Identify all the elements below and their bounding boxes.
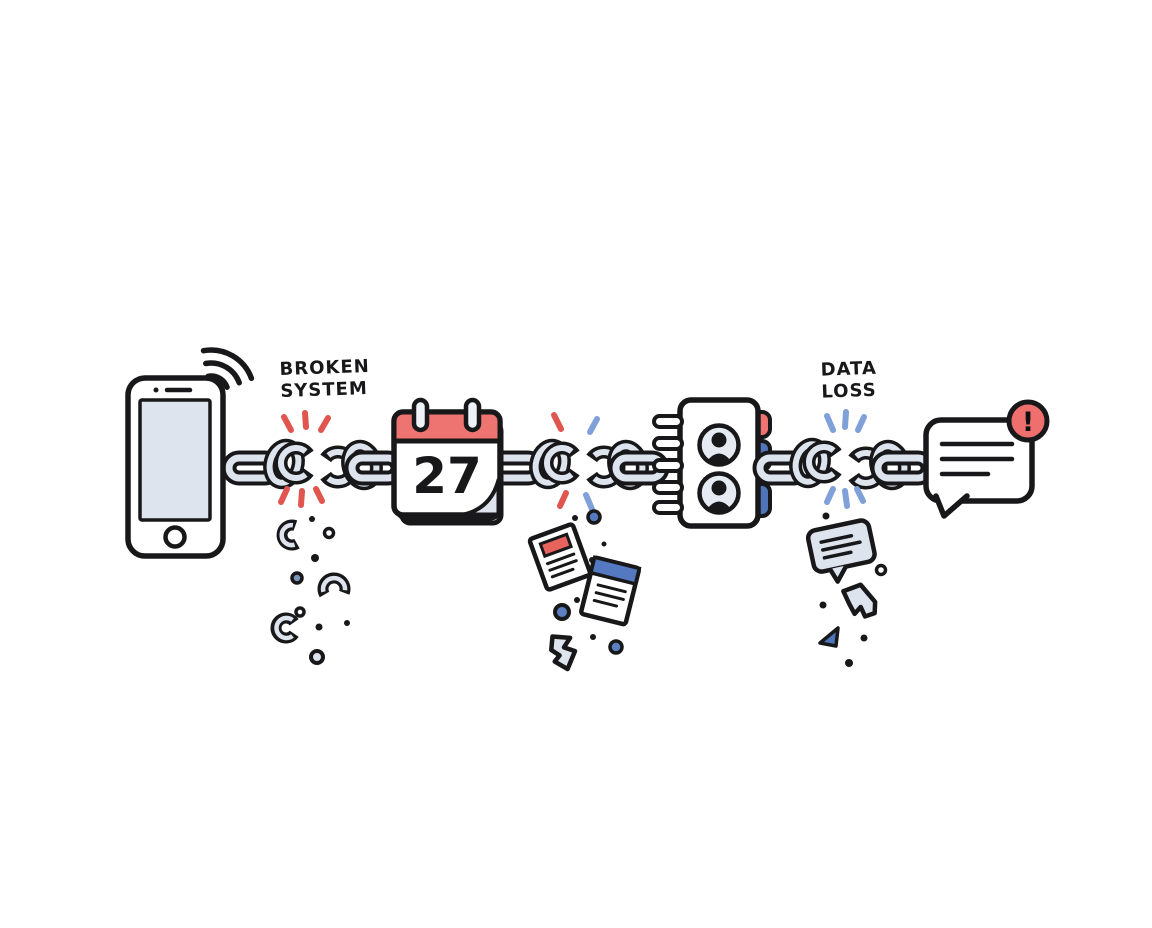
spark-icon xyxy=(824,486,836,505)
spark-icon xyxy=(298,488,305,508)
spark-icon xyxy=(842,488,850,509)
debris-dot xyxy=(860,634,868,642)
debris-dot-blue xyxy=(553,603,571,621)
avatar-shoulders xyxy=(707,453,731,465)
chat-bubble-icon: ! xyxy=(923,399,1050,519)
spark-icon xyxy=(281,414,294,433)
debris-triangle-blue xyxy=(818,626,840,648)
calendar-date: 27 xyxy=(412,447,482,505)
debris-dot xyxy=(315,623,323,631)
contact-avatar xyxy=(697,471,741,515)
alert-badge-text: ! xyxy=(1022,407,1034,438)
torn-paper-icon xyxy=(841,582,878,619)
bubble-tail xyxy=(933,493,970,519)
debris-dot-blue xyxy=(290,571,304,585)
wifi-signal-icon xyxy=(200,347,255,390)
debris-dot xyxy=(822,512,830,520)
label-data-loss-line1: DATA xyxy=(820,358,877,381)
document-icon xyxy=(579,555,642,627)
debris-dot xyxy=(819,601,827,609)
torn-paper-icon xyxy=(549,634,578,672)
calendar-ring xyxy=(411,397,430,433)
label-broken-system-line2: SYSTEM xyxy=(280,378,368,402)
spark-icon xyxy=(583,492,595,512)
spark-icon xyxy=(842,409,849,430)
debris-dot xyxy=(309,516,315,522)
debris-dot-blue xyxy=(608,639,624,655)
spark-icon xyxy=(854,486,866,504)
label-broken-system-line1: BROKEN xyxy=(279,356,370,380)
debris-dot xyxy=(574,597,580,603)
calendar-page-curl xyxy=(462,478,501,517)
spark-icon xyxy=(824,413,836,433)
phone-screen xyxy=(138,398,212,522)
label-data-loss-line2: LOSS xyxy=(821,380,877,403)
calendar-icon: 27 xyxy=(391,397,504,526)
contact-avatar xyxy=(697,423,741,467)
chain-segment-1 xyxy=(221,438,406,491)
message-lines xyxy=(939,441,1015,477)
falling-documents xyxy=(527,509,642,672)
spark-icon xyxy=(278,486,290,505)
debris-ring xyxy=(322,526,336,540)
alert-badge-icon: ! xyxy=(1006,399,1050,443)
phone-camera-dot xyxy=(153,387,159,393)
debris-dot xyxy=(344,620,350,626)
debris-dot-blue xyxy=(586,509,602,525)
smartphone-icon xyxy=(125,375,226,559)
debris-dot xyxy=(601,541,607,547)
contacts-book-icon xyxy=(652,397,772,529)
document-icon xyxy=(527,522,593,592)
avatar-head xyxy=(711,432,727,448)
mini-chat-bubble-icon xyxy=(805,518,877,584)
label-broken-system: BROKEN SYSTEM xyxy=(279,356,370,402)
spark-burst-red xyxy=(278,410,331,508)
spark-burst-blue xyxy=(824,409,867,509)
spark-icon xyxy=(557,490,569,509)
chain-debris xyxy=(270,516,351,665)
chain-segment-3 xyxy=(752,437,936,491)
contacts-spiral-rings xyxy=(652,414,684,515)
debris-dot xyxy=(590,634,596,640)
debris-dot xyxy=(311,554,319,562)
spark-icon xyxy=(318,415,331,433)
debris-ring xyxy=(294,606,306,618)
debris-dot xyxy=(845,659,853,667)
spark-icon xyxy=(313,486,325,504)
debris-dot xyxy=(572,515,578,521)
spark-burst-mixed xyxy=(551,412,600,512)
debris-ring xyxy=(874,563,888,577)
spark-icon xyxy=(551,412,564,432)
calendar-header xyxy=(391,409,503,444)
chain-segment-2 xyxy=(484,438,670,491)
spark-icon xyxy=(302,410,309,430)
avatar-shoulders xyxy=(707,501,731,513)
falling-messages xyxy=(805,512,888,667)
spark-icon xyxy=(855,414,867,433)
avatar-head xyxy=(711,480,727,496)
phone-home-button xyxy=(163,525,187,549)
label-data-loss: DATA LOSS xyxy=(820,358,877,403)
debris-ring xyxy=(309,649,325,665)
spark-icon xyxy=(587,416,600,435)
calendar-ring xyxy=(463,397,482,433)
